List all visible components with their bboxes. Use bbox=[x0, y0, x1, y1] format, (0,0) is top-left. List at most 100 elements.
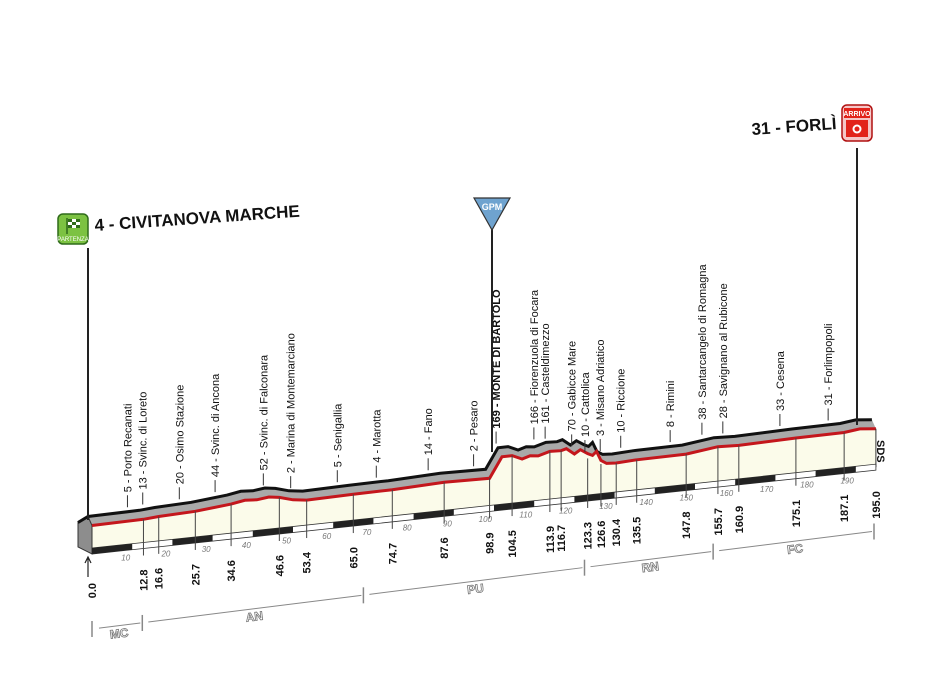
partenza-label: PARTENZA bbox=[57, 237, 88, 243]
km-tick-label: 50 bbox=[282, 537, 291, 546]
scale-bar-segment bbox=[735, 474, 776, 486]
province-segment: RN bbox=[590, 543, 714, 576]
location-label: 70 - Gabicce Mare bbox=[567, 341, 579, 431]
location-marker: 16.6 13 - Svinc. di Loreto bbox=[138, 392, 166, 590]
distance-label: 113.9 bbox=[545, 526, 557, 553]
province-line bbox=[719, 531, 873, 552]
profile-front-face bbox=[92, 428, 876, 548]
gpm-marker: GPM bbox=[472, 197, 512, 452]
location-marker: 46.652 - Svinc. di Falconara bbox=[258, 354, 286, 576]
location-label: 33 - Cesena bbox=[775, 350, 787, 411]
province-line bbox=[590, 551, 712, 568]
distance-label: 175.1 bbox=[791, 500, 803, 528]
scale-bar-segment bbox=[654, 483, 695, 494]
province-segment: PU bbox=[369, 559, 586, 597]
location-label: 2 - Pesaro bbox=[469, 401, 481, 452]
distance-label: 126.6 bbox=[596, 521, 608, 549]
km-tick-label: 90 bbox=[443, 519, 452, 528]
distance-label: 104.5 bbox=[507, 530, 519, 558]
location-label: 52 - Svinc. di Falconara bbox=[258, 354, 270, 470]
distance-label: 0.0 bbox=[87, 583, 99, 598]
distance-label: 116.7 bbox=[556, 525, 568, 552]
profile-top-line bbox=[77, 418, 872, 524]
distance-label: 87.6 bbox=[439, 537, 451, 558]
distance-label: 65.0 bbox=[348, 547, 360, 568]
location-label: 10 - Cattolica bbox=[580, 371, 592, 437]
province-label: AN bbox=[245, 609, 264, 625]
start-town-label: 4 - CIVITANOVA MARCHE bbox=[94, 202, 300, 235]
location-marker: 195.0 bbox=[871, 491, 883, 519]
location-label: 4 - Marotta bbox=[371, 409, 383, 463]
distance-label: 155.7 bbox=[713, 508, 725, 536]
km-tick-label: 20 bbox=[160, 549, 170, 558]
location-marker: 12.85 - Porto Recanati bbox=[122, 404, 150, 591]
distance-label: 53.4 bbox=[302, 551, 314, 573]
scale-bar-segment bbox=[92, 543, 133, 554]
km-tick-label: 100 bbox=[479, 515, 493, 524]
location-label: 2 - Marina di Montemarciano bbox=[286, 333, 298, 473]
km-tick-label: 10 bbox=[121, 554, 130, 563]
arrivo-label: ARRIVO bbox=[843, 111, 871, 118]
location-label: 5 - Porto Recanati bbox=[122, 404, 134, 493]
location-label: 8 - Rimini bbox=[665, 381, 677, 427]
location-marker: 65.05 - Senigallia bbox=[332, 403, 360, 569]
location-label: 44 - Svinc. di Ancona bbox=[210, 373, 222, 477]
scale-bar-segment bbox=[252, 526, 293, 537]
km-tick-label: 170 bbox=[760, 485, 774, 494]
province-segment: FC bbox=[719, 523, 875, 557]
location-marker: 74.7 4 - Marotta bbox=[371, 409, 399, 565]
distance-label: 34.6 bbox=[226, 560, 238, 581]
location-label: 13 - Svinc. di Loreto bbox=[138, 392, 150, 490]
profile-body bbox=[77, 418, 877, 555]
location-marker: 160.928 - Savignano al Rubicone bbox=[718, 283, 746, 533]
distance-label: 147.8 bbox=[681, 511, 693, 539]
scale-bar-segment bbox=[815, 466, 856, 477]
distance-label: 123.3 bbox=[583, 522, 595, 550]
location-label: 169 - MONTE DI BARTOLO bbox=[491, 289, 503, 429]
km-tick-label: 130 bbox=[599, 502, 613, 511]
location-marker: 155.7 38 - Santarcangelo di Romagna bbox=[697, 264, 725, 536]
start-arrow-icon bbox=[84, 555, 92, 577]
location-marker: 87.6 14 - Fano bbox=[423, 408, 451, 559]
km-tick-label: 30 bbox=[202, 545, 211, 554]
province-bar: MC AN PU RN FC bbox=[91, 523, 875, 642]
location-marker: 0.0 bbox=[87, 583, 99, 598]
finish-town-label: 31 - FORLÌ bbox=[751, 114, 837, 139]
km-tick-label: 40 bbox=[242, 541, 251, 550]
scale-bar-segment bbox=[574, 492, 615, 503]
province-line bbox=[98, 622, 141, 629]
distance-label: 16.6 bbox=[154, 568, 166, 589]
location-label: 38 - Santarcangelo di Romagna bbox=[697, 264, 709, 420]
location-label: 14 - Fano bbox=[423, 408, 435, 455]
distance-label: 130.4 bbox=[611, 518, 623, 546]
location-label: 3 - Misano Adriatico bbox=[595, 339, 607, 436]
gpm-label: GPM bbox=[482, 202, 503, 212]
scale-bar-segment bbox=[172, 535, 213, 546]
province-label: PU bbox=[466, 581, 484, 597]
distance-label: 187.1 bbox=[839, 495, 851, 523]
province-segment: AN bbox=[148, 587, 365, 625]
gpm-triangle-icon bbox=[472, 197, 512, 232]
distance-label: 98.9 bbox=[485, 532, 497, 553]
location-ticks: 0.0 12.85 - Porto Recanati 16.6 13 - Svinc.… bbox=[87, 264, 883, 599]
location-label: 20 - Osimo Stazione bbox=[174, 385, 186, 485]
location-marker: 123.3 70 - Gabicce Mare bbox=[567, 341, 595, 550]
province-line bbox=[369, 567, 583, 595]
distance-label: 195.0 bbox=[871, 491, 883, 519]
distance-label: 160.9 bbox=[734, 506, 746, 534]
km-tick-label: 110 bbox=[519, 511, 532, 520]
km-tick-label: 160 bbox=[720, 489, 734, 498]
province-line bbox=[148, 594, 362, 623]
km-tick-label: 70 bbox=[362, 528, 371, 537]
province-segment: MC bbox=[98, 614, 144, 642]
province-label: RN bbox=[641, 559, 660, 575]
location-marker: 34.6 44 - Svinc. di Ancona bbox=[210, 373, 238, 582]
km-tick-label: 150 bbox=[680, 494, 694, 503]
finish-marker: ARRIVO 31 - FORLÌ bbox=[751, 104, 873, 425]
location-marker: 126.6 10 - Cattolica bbox=[580, 371, 608, 548]
location-marker: 187.131 - Forlimpopoli bbox=[823, 324, 851, 523]
distance-label: 74.7 bbox=[387, 543, 399, 564]
